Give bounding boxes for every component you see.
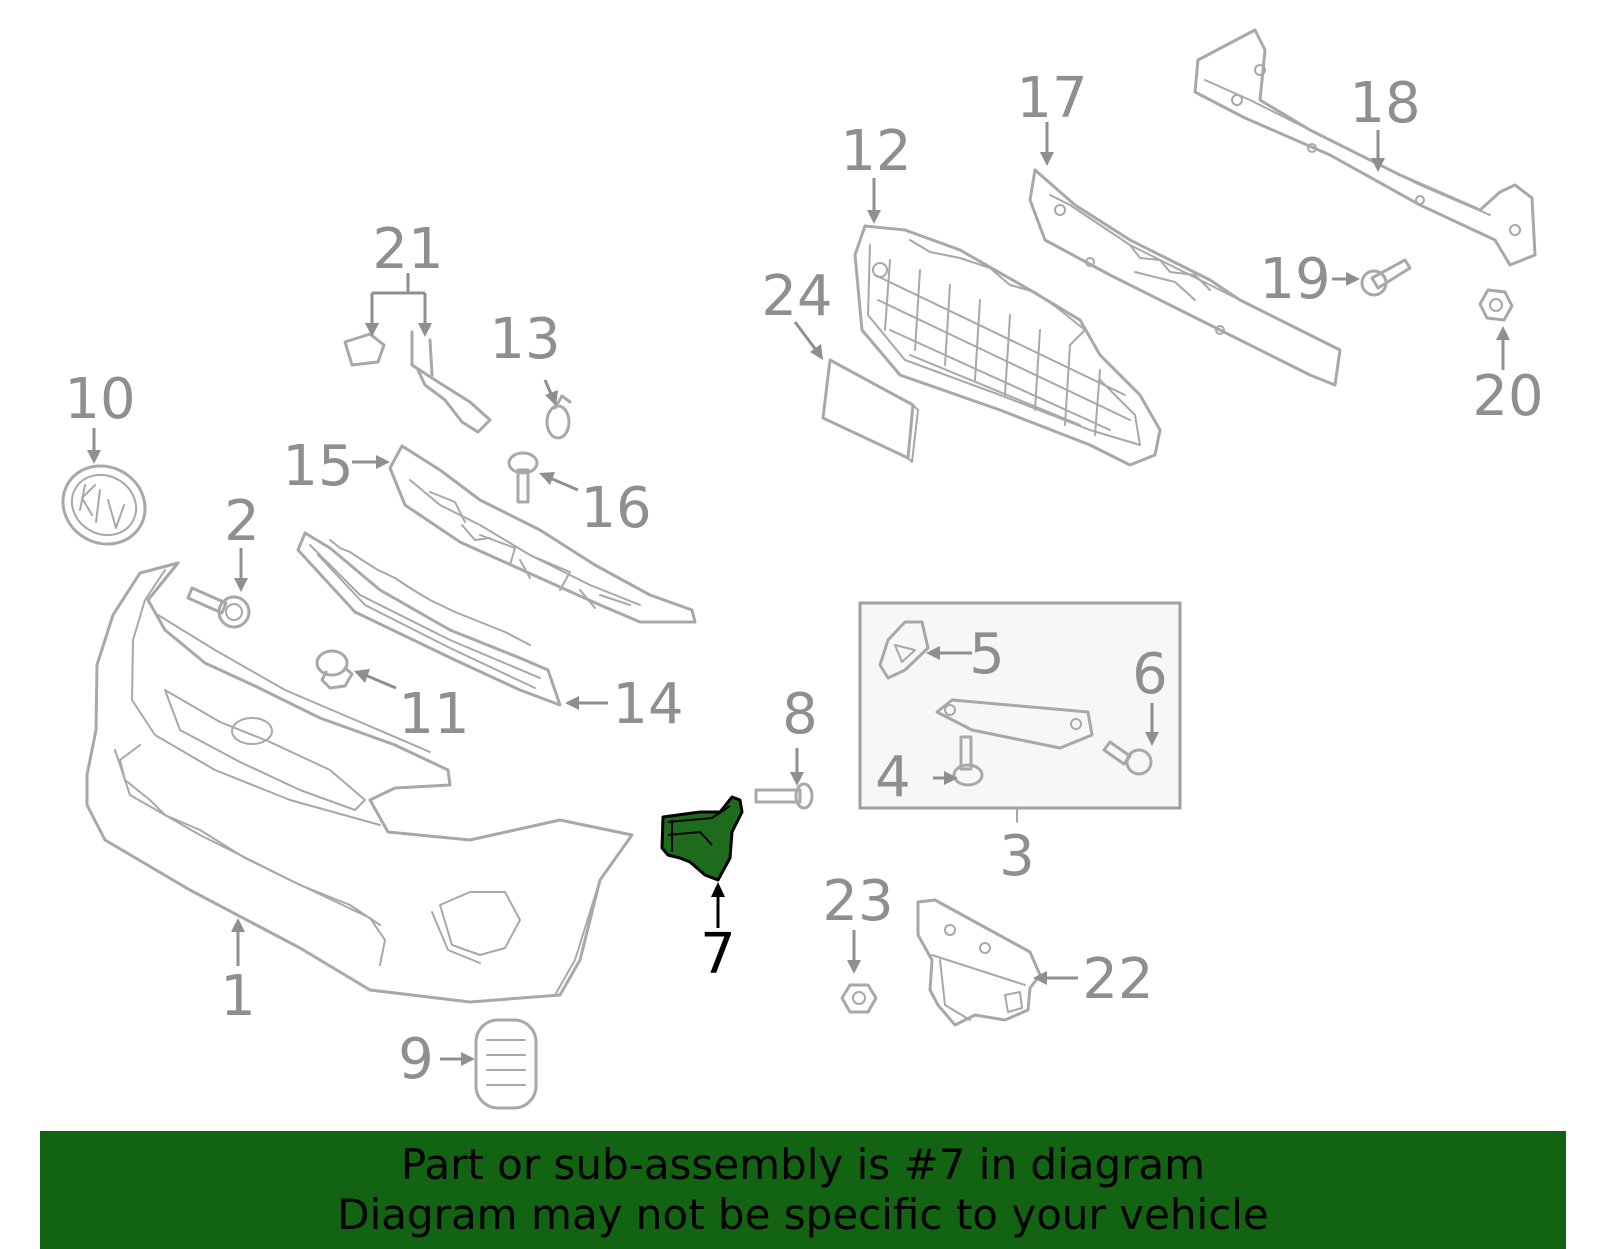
part-8-pin (754, 782, 814, 810)
info-banner: Part or sub-assembly is #7 in diagram Di… (40, 1131, 1566, 1249)
part-16-bolt (507, 451, 539, 504)
part-10-emblem (61, 464, 147, 546)
part-11-push-clip (315, 649, 354, 690)
callout-8: 8 (782, 682, 818, 747)
callout-9: 9 (398, 1027, 434, 1092)
callout-10: 10 (64, 367, 135, 432)
part-4-bolt (952, 735, 984, 787)
callout-numbers: 1 2 3 4 5 6 7 8 9 10 11 12 13 14 15 16 1… (64, 66, 1543, 1092)
part-22-sensor-module (916, 898, 1042, 1027)
callout-17: 17 (1016, 66, 1087, 131)
callout-14: 14 (612, 672, 683, 737)
part-19-bolt (1360, 258, 1412, 297)
callout-5: 5 (969, 622, 1005, 687)
callout-19: 19 (1259, 247, 1330, 312)
part-18-reinforcement (1193, 28, 1537, 267)
callout-12: 12 (840, 119, 911, 184)
callout-23: 23 (822, 869, 893, 934)
part-6-bolt (1102, 740, 1153, 776)
part-20-nut (1478, 288, 1514, 322)
callout-15: 15 (282, 434, 353, 499)
callout-leaders (87, 122, 1510, 1066)
callout-21: 21 (372, 217, 443, 282)
callout-24: 24 (761, 264, 832, 329)
callout-1: 1 (220, 964, 256, 1029)
part-7-bumper-side-bracket (660, 795, 744, 882)
part-15-energy-absorber (388, 444, 697, 624)
part-1-bumper-cover (85, 561, 634, 1004)
callout-16: 16 (580, 476, 651, 541)
callout-13: 13 (489, 307, 560, 372)
callout-3: 3 (999, 824, 1035, 889)
part-23-nut (840, 983, 878, 1014)
banner-line-disclaimer: Diagram may not be specific to your vehi… (337, 1190, 1269, 1239)
callout-20: 20 (1472, 364, 1543, 429)
part-17-absorber (1028, 168, 1342, 387)
callout-2: 2 (224, 489, 260, 554)
part-24-plate (821, 358, 919, 463)
banner-line-part: Part or sub-assembly is #7 in diagram (400, 1140, 1206, 1189)
callout-4: 4 (875, 745, 911, 810)
callout-18: 18 (1349, 71, 1420, 136)
part-5-clip (878, 620, 930, 680)
part-7-fill (660, 795, 744, 882)
part-14-lower-grille (296, 531, 562, 707)
part-9-vent-insert (474, 1018, 538, 1110)
part-2-bolt (186, 586, 251, 629)
part-3-bracket-assembly (858, 601, 1182, 823)
part-12-grille (853, 224, 1162, 467)
callout-22: 22 (1082, 947, 1153, 1012)
callout-7: 7 (700, 922, 736, 987)
callout-11: 11 (398, 682, 469, 747)
part-13-clip (545, 394, 572, 440)
callout-6: 6 (1132, 642, 1168, 707)
part-21-bracket-pair (343, 330, 492, 434)
